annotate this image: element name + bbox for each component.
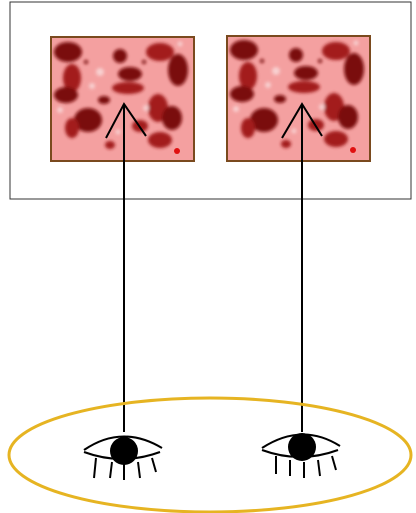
viewer-ellipse [7,396,413,513]
left-eye-lash [151,457,157,473]
left-eye-pupil [110,437,138,465]
left-panel-red-speck [174,148,180,154]
right-eye [261,433,341,478]
right-eye-lash [317,459,321,477]
right-panel-texture [230,40,364,148]
display-frame [9,1,412,200]
left-sight-line [105,102,147,432]
left-eye-lash [93,457,97,479]
left-panel [50,36,195,162]
right-eye-lash [331,455,337,471]
right-panel [226,35,371,162]
left-eye-lash [109,461,113,479]
left-eye-lash [137,461,141,479]
left-panel-border [50,36,195,162]
left-panel-texture [54,41,188,149]
right-panel-border [226,35,371,162]
left-eye-upper-lid [83,435,163,451]
right-eye-pupil [288,433,316,461]
right-panel-red-speck [350,147,356,153]
left-eye [83,435,163,480]
right-sight-line [281,102,323,432]
